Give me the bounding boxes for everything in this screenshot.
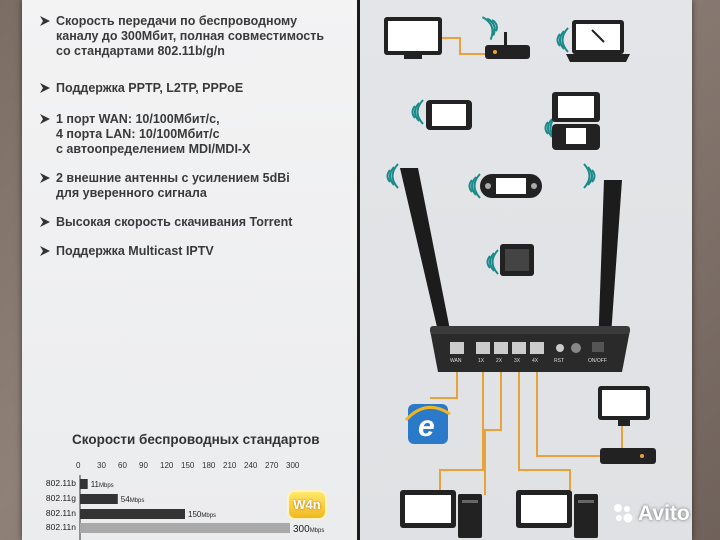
bar-value-label: 300Mbps bbox=[293, 524, 325, 535]
wifi-signal-icon bbox=[583, 163, 596, 189]
tick-label: 90 bbox=[139, 461, 148, 470]
bar-value-label: 54Mbps bbox=[120, 495, 145, 504]
feature-line: Поддержка PPTP, L2TP, PPPoE bbox=[56, 81, 244, 95]
speed-chart-bars bbox=[79, 475, 290, 540]
arrow-bullet-icon bbox=[40, 217, 50, 227]
tick-label: 0 bbox=[76, 461, 81, 470]
feature-item: Скорость передачи по беспроводному канал… bbox=[40, 14, 350, 59]
feature-line: с автоопределением MDI/MDI-X bbox=[56, 142, 251, 156]
port-label: 2X bbox=[496, 358, 503, 364]
arrow-bullet-icon bbox=[40, 83, 50, 93]
features-panel bbox=[22, 0, 357, 540]
wifi-signal-icon bbox=[481, 12, 502, 41]
feature-line: 1 порт WAN: 10/100Мбит/с, bbox=[56, 112, 220, 126]
tv-icon bbox=[598, 386, 650, 426]
standard-label: 802.11n bbox=[45, 508, 76, 518]
feature-line: 2 внешние антенны с усилением 5dBi bbox=[56, 171, 290, 185]
handheld-console-icon bbox=[552, 92, 600, 150]
desktop-computer-icon bbox=[400, 490, 482, 538]
connection-lines bbox=[430, 372, 605, 495]
port-label: 1X bbox=[478, 358, 485, 364]
tick-label: 270 bbox=[265, 461, 279, 470]
feature-item: 1 порт WAN: 10/100Мбит/с, 4 порта LAN: 1… bbox=[40, 112, 350, 157]
feature-list: Скорость передачи по беспроводному канал… bbox=[40, 14, 350, 272]
feature-item: Высокая скорость скачивания Torrent bbox=[40, 215, 350, 230]
antenna-right bbox=[598, 180, 622, 350]
antenna-left bbox=[400, 168, 452, 340]
router-port-labels: WAN 1X 2X 3X 4X RST ON/OFF bbox=[450, 358, 607, 364]
w4n-badge: W4n bbox=[287, 490, 327, 520]
port-label: 4X bbox=[532, 358, 539, 364]
wifi-signal-icon bbox=[486, 249, 499, 275]
bar-value-label: 11Mbps bbox=[90, 480, 114, 489]
feature-line: со стандартами 802.11b/g/n bbox=[56, 44, 225, 58]
small-router-icon bbox=[485, 32, 530, 59]
feature-line: Скорость передачи по беспроводному bbox=[56, 14, 298, 28]
standard-label: 802.11g bbox=[45, 493, 76, 503]
wifi-signal-icon bbox=[386, 163, 399, 189]
feature-line: 4 порта LAN: 10/100Мбит/с bbox=[56, 127, 220, 141]
internet-explorer-icon: e bbox=[404, 404, 451, 444]
tick-label: 30 bbox=[97, 461, 106, 470]
port-label: RST bbox=[554, 358, 564, 364]
main-router bbox=[430, 326, 630, 372]
laptop-icon bbox=[566, 20, 630, 62]
wifi-signal-icon bbox=[468, 173, 481, 199]
desktop-computer-icon bbox=[516, 490, 598, 538]
arrow-bullet-icon bbox=[40, 173, 50, 183]
feature-line: Поддержка Multicast IPTV bbox=[56, 244, 214, 258]
speed-bar bbox=[80, 494, 118, 504]
iptv-set-top-box-icon bbox=[600, 448, 656, 464]
tick-label: 60 bbox=[118, 461, 127, 470]
standard-label: 802.11b bbox=[45, 478, 76, 488]
speed-chart-title: Скорости беспроводных стандартов bbox=[72, 432, 320, 447]
port-label: WAN bbox=[450, 358, 462, 364]
feature-item: Поддержка Multicast IPTV bbox=[40, 244, 350, 259]
avito-watermark: Avito bbox=[638, 502, 690, 525]
speed-bar bbox=[80, 523, 290, 533]
speed-bar bbox=[80, 479, 88, 489]
portable-game-console-icon bbox=[480, 174, 542, 198]
network-diagram: WAN 1X 2X 3X 4X RST ON/OFF e bbox=[384, 12, 656, 538]
tick-label: 300 bbox=[286, 461, 300, 470]
arrow-bullet-icon bbox=[40, 16, 50, 26]
connection-line bbox=[442, 37, 490, 55]
feature-line: каналу до 300Мбит, полная совместимость bbox=[56, 29, 325, 43]
tv-icon bbox=[384, 17, 442, 59]
arrow-bullet-icon bbox=[40, 246, 50, 256]
tick-label: 180 bbox=[202, 461, 216, 470]
speed-bar bbox=[80, 509, 185, 519]
tick-label: 150 bbox=[181, 461, 195, 470]
svg-text:e: e bbox=[418, 410, 435, 443]
tick-label: 210 bbox=[223, 461, 237, 470]
avito-logo-icon bbox=[614, 504, 633, 523]
panel-divider bbox=[357, 0, 360, 540]
feature-line: Высокая скорость скачивания Torrent bbox=[56, 215, 293, 229]
feature-line: для уверенного сигнала bbox=[56, 186, 207, 200]
tick-label: 240 bbox=[244, 461, 258, 470]
wifi-signal-icon bbox=[411, 99, 424, 125]
set-top-box-icon bbox=[500, 244, 534, 276]
port-label: ON/OFF bbox=[588, 358, 607, 364]
standard-label: 802.11n bbox=[45, 522, 76, 532]
feature-item: Поддержка PPTP, L2TP, PPPoE bbox=[40, 81, 350, 96]
tick-label: 120 bbox=[160, 461, 174, 470]
wifi-signal-icon bbox=[556, 27, 569, 53]
bar-value-label: 150Mbps bbox=[188, 510, 217, 519]
tablet-icon bbox=[426, 100, 472, 130]
feature-item: 2 внешние антенны с усилением 5dBi для у… bbox=[40, 171, 350, 201]
port-label: 3X bbox=[514, 358, 521, 364]
arrow-bullet-icon bbox=[40, 114, 50, 124]
